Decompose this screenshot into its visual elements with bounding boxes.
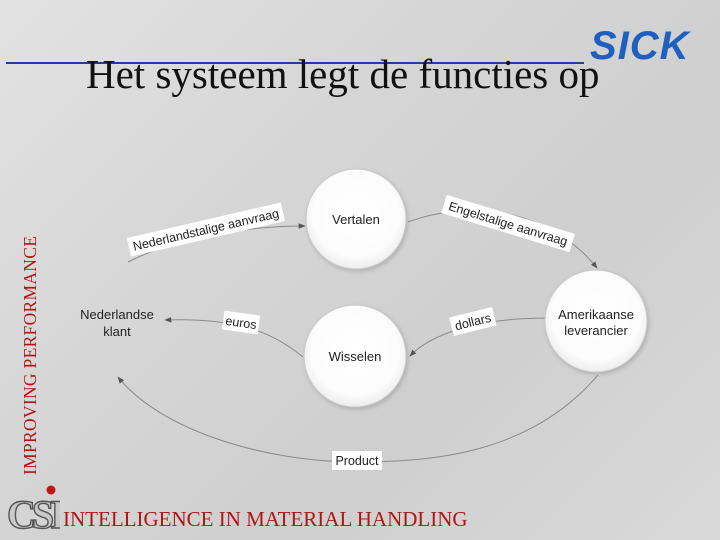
euros-label: euros [225,314,258,332]
english-request-label: Engelstalige aanvraag [447,199,569,249]
translate-node [305,168,407,270]
dutch-request-label-bg [126,202,285,257]
sick-logo: SICK [590,24,690,68]
csi-logo: CSI [6,485,60,534]
product-label-bg [332,451,382,470]
footer-tagline: INTELLIGENCE IN MATERIAL HANDLING [63,507,468,531]
english-request-label-bg [441,194,575,253]
supplier-node [544,269,648,373]
exchange-label: Wisselen [329,349,382,364]
dutch-request-label: Nederlandstalige aanvraag [132,206,281,253]
csi-logo-text: CSI [7,492,60,534]
supplier-label-line1: Amerikaanse [558,307,634,322]
supplier-label-line2: leverancier [564,323,628,338]
slide-title: Het systeem legt de functies op [86,51,600,97]
euros-label-bg [221,310,261,335]
product-label: Product [335,454,379,468]
dollars-label-bg [449,306,497,337]
csi-logo-dot [46,485,56,495]
client-label-line1: Nederlandse [80,307,154,322]
client-label-line2: klant [103,324,131,339]
exchange-node [303,304,407,408]
translate-label: Vertalen [332,212,380,227]
title-rule [6,62,584,64]
